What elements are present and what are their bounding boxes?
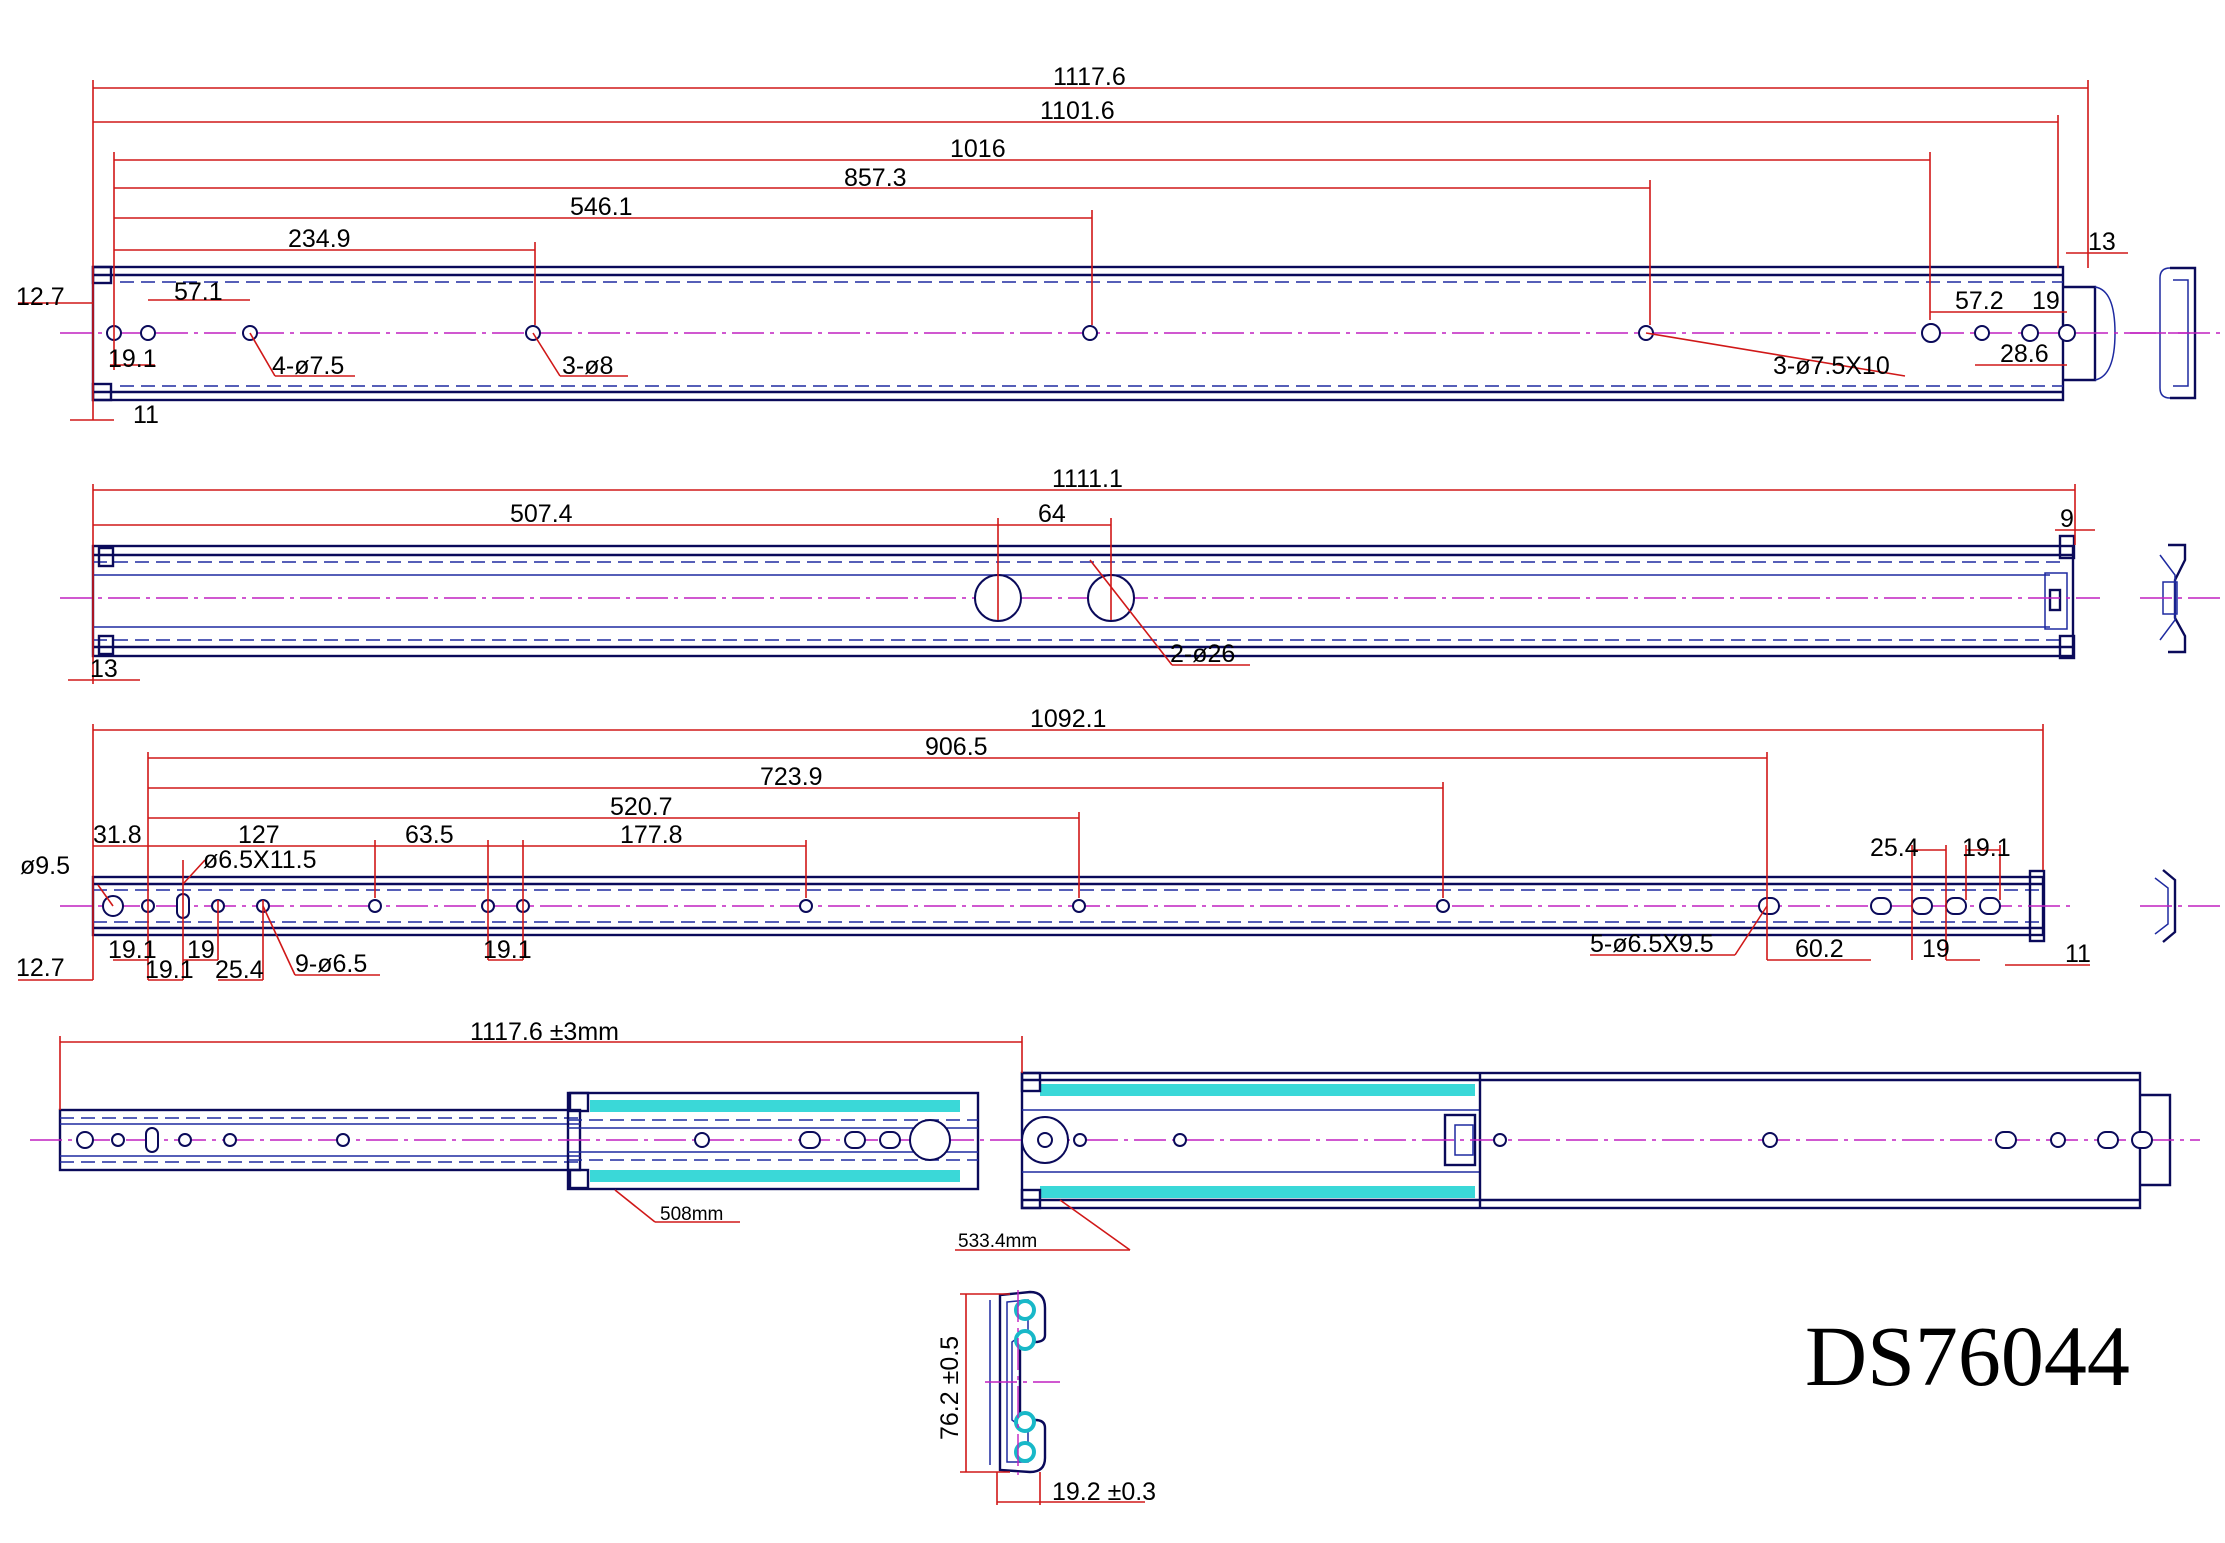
dim-asm-508: 508mm	[660, 1204, 723, 1225]
dim-top-11: 11	[133, 401, 159, 429]
view-middle: 1111.1 507.4 64 9 2-ø26 13	[60, 465, 2220, 684]
dim-low-520: 520.7	[610, 793, 673, 821]
dim-asm-533: 533.4mm	[958, 1231, 1037, 1252]
dim-mid-507: 507.4	[510, 500, 573, 528]
dim-low-11: 11	[2065, 940, 2091, 968]
dim-low-19-1-a: 19.1	[108, 936, 157, 964]
dim-low-31-8: 31.8	[93, 821, 142, 849]
dim-asm-overall: 1117.6 ±3mm	[470, 1018, 619, 1046]
dim-low-9-hole: 9-ø6.5	[295, 950, 367, 978]
dim-top-4-hole: 4-ø7.5	[272, 352, 344, 380]
dim-low-slot: ø6.5X11.5	[203, 846, 317, 874]
dim-top-19: 19	[2032, 287, 2060, 315]
dim-low-906: 906.5	[925, 733, 988, 761]
dim-top-57-2: 57.2	[1955, 287, 2004, 315]
dim-low-dia-9-5: ø9.5	[20, 852, 70, 880]
dim-top-overall: 1117.6	[1053, 63, 1126, 91]
dim-low-25-4: 25.4	[215, 956, 264, 984]
dim-top-546: 546.1	[570, 193, 633, 221]
dim-low-19-b: 19	[1922, 935, 1950, 963]
dim-top-19-1: 19.1	[108, 345, 157, 373]
dim-top-1101: 1101.6	[1040, 97, 1115, 125]
dim-top-857: 857.3	[844, 164, 907, 192]
dim-low-19-1-b: 19.1	[145, 956, 194, 984]
dim-sec-width: 19.2 ±0.3	[1052, 1478, 1156, 1506]
dim-low-177-8: 177.8	[620, 821, 683, 849]
view-top: 1117.6 1101.6 1016 857.3 546.1 234.9 13 …	[16, 63, 2220, 429]
dim-low-25-4-b: 25.4	[1870, 834, 1919, 862]
dim-mid-64: 64	[1038, 500, 1066, 528]
dim-top-slot: 3-ø7.5X10	[1773, 352, 1890, 380]
dim-top-234: 234.9	[288, 225, 351, 253]
dim-top-13: 13	[2088, 228, 2116, 256]
dim-top-1016: 1016	[950, 135, 1006, 163]
dim-top-28-6: 28.6	[2000, 340, 2049, 368]
dim-low-63-5: 63.5	[405, 821, 454, 849]
dim-mid-2-hole: 2-ø26	[1170, 640, 1235, 668]
dim-low-19-1-d: 19.1	[1962, 834, 2011, 862]
view-section: 76.2 ±0.5 19.2 ±0.3	[936, 1290, 1156, 1506]
view-lower: 1092.1 906.5 723.9 520.7 31.8 127 63.5 1…	[16, 705, 2220, 984]
dim-low-127: 127	[238, 821, 280, 849]
dim-low-723: 723.9	[760, 763, 823, 791]
dim-sec-height: 76.2 ±0.5	[936, 1336, 964, 1440]
view-assembly: 1117.6 ±3mm 508mm 533.4mm	[30, 1018, 2200, 1252]
model-number: DS76044	[1805, 1308, 2130, 1404]
dim-low-19-1-c: 19.1	[483, 936, 532, 964]
dim-low-12-7: 12.7	[16, 954, 65, 982]
dim-low-overall: 1092.1	[1030, 705, 1106, 733]
dim-mid-overall: 1111.1	[1052, 465, 1123, 493]
dim-low-60-2: 60.2	[1795, 935, 1844, 963]
dim-mid-9: 9	[2060, 505, 2074, 533]
dim-low-19: 19	[187, 936, 215, 964]
dim-top-12-7: 12.7	[16, 283, 65, 311]
dim-mid-13: 13	[90, 655, 118, 683]
dim-low-5-slot: 5-ø6.5X9.5	[1590, 930, 1714, 958]
dim-top-3-hole: 3-ø8	[562, 352, 613, 380]
dim-top-57-1: 57.1	[174, 278, 223, 306]
